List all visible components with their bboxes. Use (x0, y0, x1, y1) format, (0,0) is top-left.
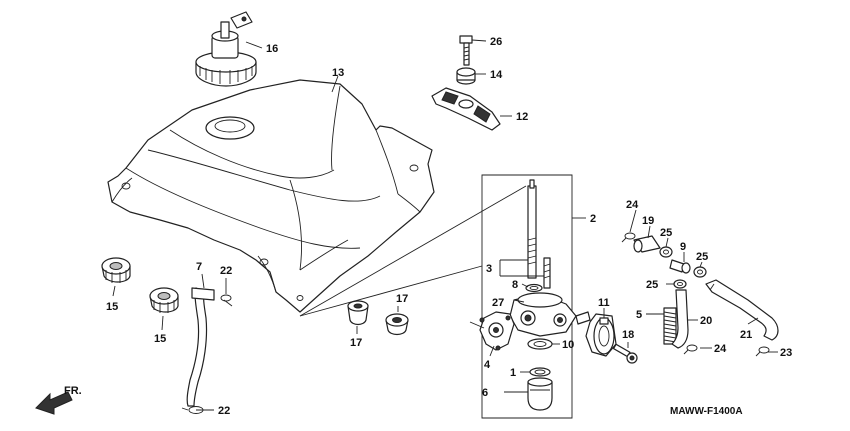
tube-clip-24-lower[interactable] (683, 344, 698, 355)
callout-4: 4 (484, 359, 491, 371)
clip-25-upper[interactable] (659, 246, 673, 258)
callout-11: 11 (598, 297, 610, 309)
callout-3: 3 (486, 263, 492, 275)
callout-7: 7 (196, 261, 202, 273)
callout-15-upper: 15 (106, 301, 118, 313)
leader-lines (112, 39, 778, 411)
bolt[interactable] (459, 35, 473, 66)
callout-2: 2 (590, 213, 596, 225)
callout-labels: 16 13 26 14 12 15 15 7 22 22 17 17 2 3 8… (106, 36, 792, 417)
rubber-damper-lower[interactable] (149, 287, 179, 313)
front-direction-label: FR. (64, 385, 82, 397)
tube-clip-24-upper[interactable] (621, 232, 636, 243)
callout-25-upper: 25 (660, 227, 672, 239)
callout-20: 20 (700, 315, 712, 327)
callout-10: 10 (562, 339, 574, 351)
callout-24-upper: 24 (626, 199, 639, 211)
callout-5: 5 (636, 309, 642, 321)
overflow-tube[interactable] (186, 287, 215, 407)
callout-6: 6 (482, 387, 488, 399)
callout-18: 18 (622, 329, 634, 341)
rubber-washer[interactable] (456, 67, 476, 85)
callout-8: 8 (512, 279, 518, 291)
callout-13: 13 (332, 67, 344, 79)
connector-9[interactable] (669, 259, 691, 274)
cushion-left[interactable] (347, 300, 369, 326)
callout-24-lower: 24 (714, 343, 727, 355)
callout-23: 23 (780, 347, 792, 359)
callout-22-lower: 22 (218, 405, 230, 417)
tube-clip-23[interactable] (755, 346, 770, 357)
callout-22-upper: 22 (220, 265, 232, 277)
fuel-hose[interactable] (705, 279, 779, 341)
clip-25-right[interactable] (693, 266, 707, 278)
vacuum-cap[interactable] (585, 313, 617, 357)
callout-25-right: 25 (696, 251, 708, 263)
callout-17-right: 17 (396, 293, 408, 305)
tube-clip-upper[interactable] (220, 294, 233, 307)
fuel-valve-assembly[interactable] (299, 174, 591, 419)
rubber-damper-upper[interactable] (101, 257, 131, 283)
callout-25-lower: 25 (646, 279, 658, 291)
callout-17-left: 17 (350, 337, 362, 349)
spring-hose[interactable] (663, 307, 677, 345)
joint-tube[interactable] (633, 235, 661, 253)
front-direction-arrow (35, 391, 73, 415)
diagram-code: MAWW-F1400A (670, 406, 743, 417)
callout-1: 1 (510, 367, 516, 379)
callout-21: 21 (740, 329, 752, 341)
callout-16: 16 (266, 43, 278, 55)
callout-14: 14 (490, 69, 503, 81)
tank-bracket[interactable] (431, 87, 501, 131)
fuel-tube[interactable] (671, 289, 689, 349)
fuel-tank[interactable] (107, 79, 435, 313)
callout-27: 27 (492, 297, 504, 309)
callout-9: 9 (680, 241, 686, 253)
screw[interactable] (612, 343, 638, 364)
cushion-right[interactable] (385, 313, 409, 336)
callout-15-lower: 15 (154, 333, 166, 345)
callout-26: 26 (490, 36, 502, 48)
callout-19: 19 (642, 215, 654, 227)
callout-12: 12 (516, 111, 528, 123)
fuel-cap[interactable] (195, 11, 257, 87)
clip-25-lower[interactable] (673, 279, 687, 289)
